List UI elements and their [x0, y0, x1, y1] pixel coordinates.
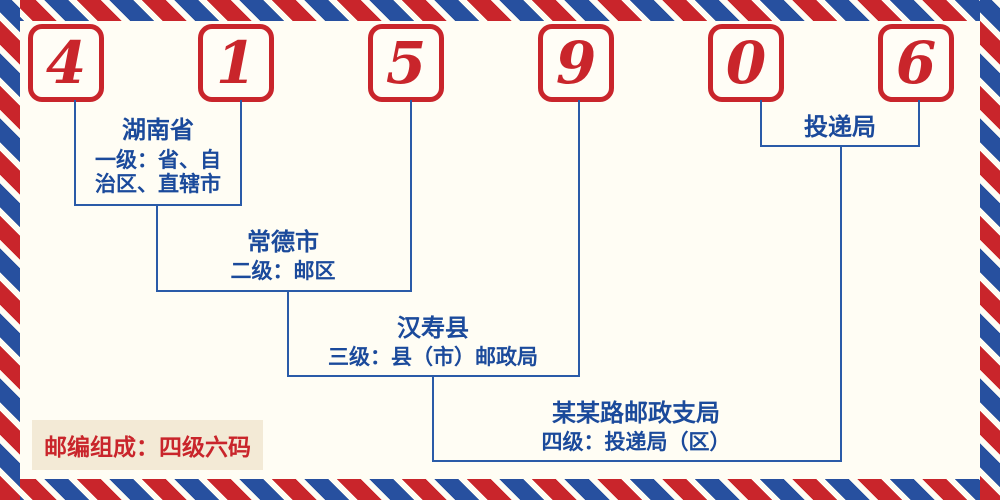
level3-county-name: 汉寿县 — [397, 314, 469, 342]
connector-line — [578, 100, 580, 377]
level1-province-name: 湖南省 — [122, 116, 194, 144]
digit-6: 6 — [895, 29, 937, 97]
composition-note: 邮编组成：四级六码 — [32, 420, 263, 470]
connector-line — [840, 145, 842, 462]
digit-box-5: 0 — [708, 24, 784, 102]
connector-line — [410, 100, 412, 292]
airmail-border-left — [0, 0, 20, 500]
level3-desc: 三级：县（市）邮政局 — [328, 345, 538, 369]
level4-desc: 四级：投递局（区） — [541, 430, 731, 454]
digit-box-3: 5 — [368, 24, 444, 102]
airmail-border-right — [980, 0, 1000, 500]
connector-line — [760, 100, 762, 147]
level4-branch-name: 某某路邮政支局 — [552, 399, 720, 427]
digit-box-2: 1 — [198, 24, 274, 102]
delivery-office-label: 投递局 — [804, 113, 876, 141]
connector-line — [240, 100, 242, 206]
digit-box-6: 6 — [878, 24, 954, 102]
connector-line — [432, 460, 842, 462]
airmail-border-top — [0, 0, 1000, 21]
level1-desc-line2: 治区、直辖市 — [95, 172, 221, 196]
level2-city-name: 常德市 — [247, 228, 319, 256]
airmail-border-bottom — [0, 479, 1000, 500]
digit-1: 4 — [45, 29, 87, 97]
connector-line — [74, 204, 242, 206]
digit-3: 5 — [385, 29, 427, 97]
digit-5: 0 — [725, 29, 767, 97]
digit-2: 1 — [215, 29, 257, 97]
digit-4: 9 — [555, 29, 597, 97]
connector-line — [918, 100, 920, 147]
connector-line — [156, 290, 412, 292]
level2-desc: 二级：邮区 — [230, 259, 336, 283]
level1-desc-line1: 一级：省、自 — [95, 148, 221, 172]
connector-line — [156, 204, 158, 292]
digit-box-1: 4 — [28, 24, 104, 102]
connector-line — [74, 100, 76, 206]
digit-box-4: 9 — [538, 24, 614, 102]
connector-line — [287, 290, 289, 377]
connector-line — [432, 375, 434, 462]
